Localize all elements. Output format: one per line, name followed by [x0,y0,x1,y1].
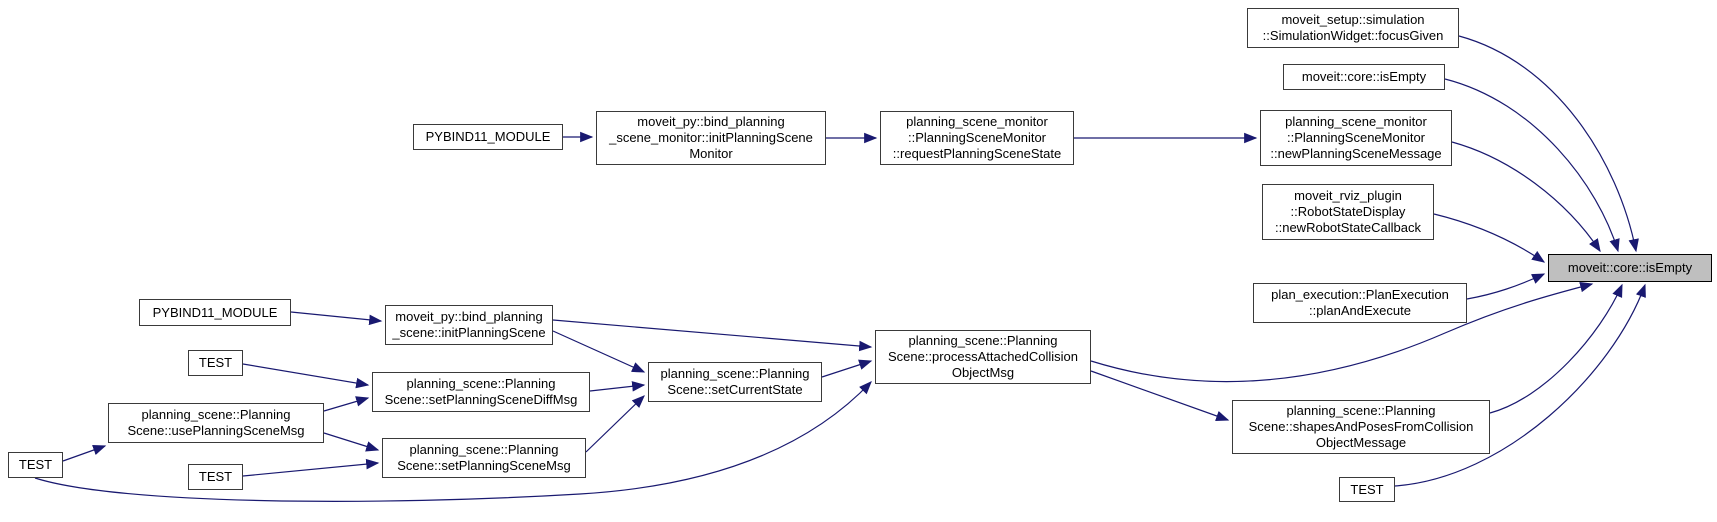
edge-robot-state-callback-to-isempty [1433,213,1546,263]
node-test-bottom-right[interactable]: TEST [1339,477,1395,502]
node-set-current-state[interactable]: planning_scene::Planning Scene::setCurre… [648,362,822,402]
node-test-diff[interactable]: TEST [188,350,243,376]
edge-set-diff-msg-to-set-current-state [589,381,646,392]
node-test-use[interactable]: TEST [8,452,63,478]
node-simulation-widget-focus-given[interactable]: moveit_setup::simulation ::SimulationWid… [1247,8,1459,48]
edge-process-attached-to-isempty [1090,281,1594,383]
edge-test-to-set-planning-scene-diff-msg [242,363,370,389]
edge-test-to-set-planning-scene-msg [242,458,380,477]
node-request-planning-scene-state[interactable]: planning_scene_monitor ::PlanningSceneMo… [880,111,1074,165]
node-process-attached-collision-object-msg[interactable]: planning_scene::Planning Scene::processA… [875,330,1091,384]
edge-process-attached-to-shapes-and-poses [1090,370,1230,421]
edge-use-msg-to-set-msg [323,432,380,452]
node-new-planning-scene-message[interactable]: planning_scene_monitor ::PlanningSceneMo… [1260,110,1452,166]
node-shapes-and-poses-from-collision-object-message[interactable]: planning_scene::Planning Scene::shapesAn… [1232,400,1490,454]
node-pybind-module-top[interactable]: PYBIND11_MODULE [413,124,563,150]
node-pybind-module-bottom[interactable]: PYBIND11_MODULE [139,299,291,326]
node-plan-and-execute[interactable]: plan_execution::PlanExecution ::planAndE… [1253,283,1467,323]
edge-use-msg-to-set-diff-msg [323,396,370,412]
edge-new-planning-scene-message-to-isempty [1451,141,1601,253]
edge-test-to-use-planning-scene-msg [62,445,107,462]
edge-init-planning-scene-to-process-attached [552,319,873,352]
edge-init-planning-scene-to-set-current-state [552,330,646,373]
edge-isempty-caller-to-isempty [1444,78,1620,253]
edge-shapes-and-poses-to-isempty [1489,283,1623,414]
node-init-planning-scene-monitor[interactable]: moveit_py::bind_planning _scene_monitor:… [596,111,826,165]
node-moveit-core-is-empty-caller[interactable]: moveit::core::isEmpty [1283,64,1445,90]
edge-set-current-state-to-process-attached [821,359,873,378]
edge-test-to-process-attached [34,381,872,502]
edge-focus-given-to-isempty [1458,35,1639,253]
node-set-planning-scene-msg[interactable]: planning_scene::Planning Scene::setPlann… [382,438,586,478]
node-test-msg[interactable]: TEST [188,464,243,490]
node-use-planning-scene-msg[interactable]: planning_scene::Planning Scene::usePlann… [108,403,324,443]
node-moveit-core-is-empty-main: moveit::core::isEmpty [1548,254,1712,282]
node-set-planning-scene-diff-msg[interactable]: planning_scene::Planning Scene::setPlann… [372,372,590,412]
edge-test-bottom-right-to-isempty [1394,283,1646,487]
edge-pybind-bottom-to-init-planning-scene [290,311,383,326]
node-robot-state-display-callback[interactable]: moveit_rviz_plugin ::RobotStateDisplay :… [1262,184,1434,240]
edge-set-msg-to-set-current-state [585,395,645,453]
edge-plan-and-execute-to-isempty [1466,273,1546,300]
node-init-planning-scene[interactable]: moveit_py::bind_planning _scene::initPla… [385,305,553,345]
